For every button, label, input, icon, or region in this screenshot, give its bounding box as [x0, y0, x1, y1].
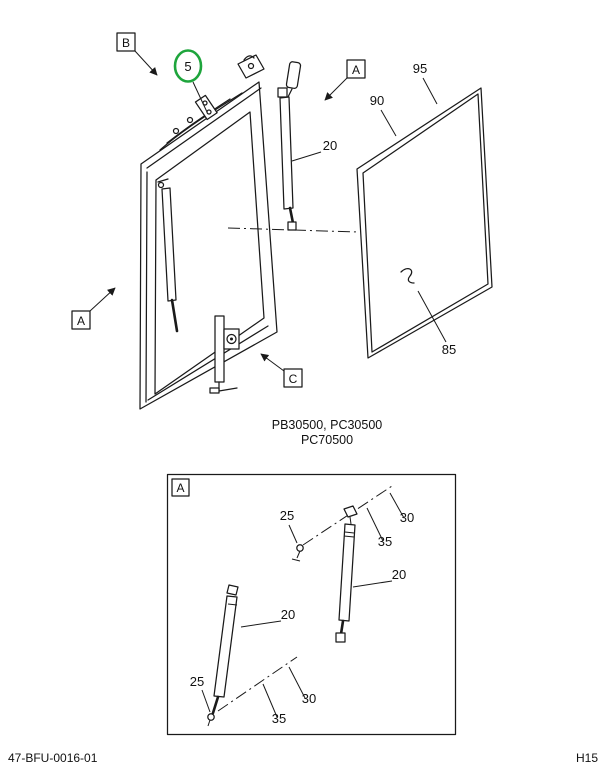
- callout-25-upper: 25: [280, 508, 294, 523]
- ref-box-c: C: [260, 353, 303, 388]
- callout-20-right: 20: [392, 567, 406, 582]
- callout-30-lower-group: 30: [288, 666, 316, 706]
- ref-label-b: B: [122, 36, 130, 50]
- callout-35-upper-group: 35: [366, 507, 392, 549]
- caption-line-1: PB30500, PC30500: [272, 418, 383, 432]
- footer-page-ref: H15: [576, 751, 598, 765]
- callout-5-highlighted: 5: [173, 49, 208, 113]
- callout-5: 5: [184, 59, 191, 74]
- ref-box-a-left: A: [71, 287, 116, 330]
- callout-35-lower: 35: [272, 711, 286, 726]
- latch-assembly: [209, 315, 240, 394]
- highlight-ellipse: [173, 49, 203, 83]
- window-frame-assembly: [139, 81, 278, 410]
- inset-ref-box-a: A: [171, 478, 190, 497]
- callout-25-lower-group: 25: [190, 674, 211, 713]
- callout-25-upper-group: 25: [280, 508, 298, 544]
- ref-box-a-top: A: [324, 59, 366, 101]
- ball-stud-upper: [291, 544, 304, 562]
- caption-line-2: PC70500: [301, 433, 353, 447]
- callout-85: 85: [442, 342, 456, 357]
- glass-clip-symbol: [400, 267, 415, 284]
- callout-35-lower-group: 35: [262, 683, 286, 726]
- gas-strut-right-main: [277, 87, 297, 231]
- callout-20-main: 20: [323, 138, 337, 153]
- callout-20-left-group: 20: [240, 607, 295, 628]
- gas-strut-left-main: [157, 178, 179, 333]
- inset-lower-centerline: [217, 656, 298, 712]
- glass-panel: [356, 87, 493, 359]
- callout-20-right-group: 20: [352, 567, 406, 588]
- callout-25-lower: 25: [190, 674, 204, 689]
- ref-label-a-left: A: [77, 314, 85, 328]
- ball-stud-lower: [207, 713, 215, 721]
- gas-strut-left-inset: [207, 584, 239, 727]
- callout-35-upper: 35: [378, 534, 392, 549]
- ref-label-a-top: A: [352, 63, 360, 77]
- callout-30-upper-group: 30: [389, 492, 414, 525]
- callout-95: 95: [413, 61, 427, 76]
- callout-20-main-group: 20: [291, 138, 337, 162]
- footer-doc-number: 47-BFU-0016-01: [8, 751, 98, 765]
- callout-90: 90: [370, 93, 384, 108]
- callout-95-group: 95: [413, 61, 438, 105]
- callout-85-group: 85: [417, 290, 456, 357]
- callout-30-upper: 30: [400, 510, 414, 525]
- hinge-hardware: [159, 54, 302, 151]
- ref-box-b: B: [116, 32, 158, 76]
- inset-border: [166, 473, 457, 736]
- callout-30-lower: 30: [302, 691, 316, 706]
- gas-strut-right-inset: [335, 505, 358, 643]
- callout-90-group: 90: [370, 93, 397, 137]
- ref-label-c: C: [289, 372, 298, 386]
- callout-20-left: 20: [281, 607, 295, 622]
- inset-ref-label-a: A: [176, 481, 184, 495]
